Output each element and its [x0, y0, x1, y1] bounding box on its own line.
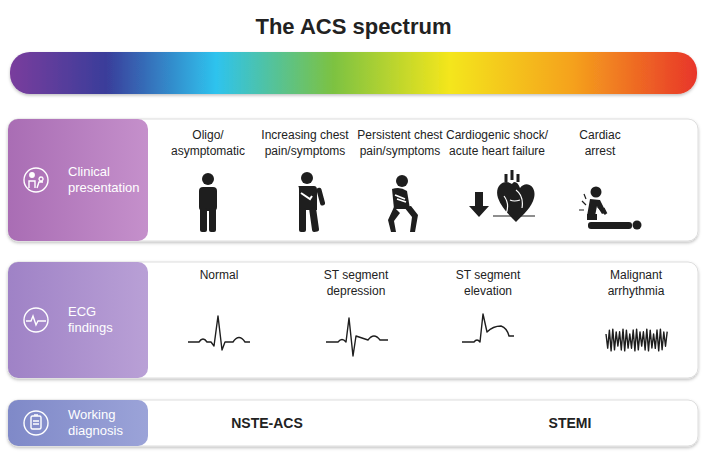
patient-figures [199, 170, 642, 232]
row-header [8, 262, 148, 378]
row-header-box: Clinical presentation [8, 119, 148, 241]
item-label: NSTE-ACS [202, 414, 332, 432]
item-label: Increasing chest pain/symptoms [255, 128, 355, 159]
row-header [8, 119, 148, 241]
item-label: Persistent chest pain/symptoms [350, 128, 450, 159]
row-content-panel: Normal ST segment depression ST segment el… [148, 262, 698, 378]
item-label: ST segment depression [311, 268, 401, 299]
item-label: ST segment elevation [443, 268, 533, 299]
item-label: Oligo/ asymptomatic [158, 128, 258, 159]
row-panel [8, 400, 698, 446]
item-label: Malignant arrhythmia [591, 268, 681, 299]
row-label: Working diagnosis [68, 407, 144, 440]
header-icon [24, 168, 48, 435]
row-header-box: ECG findings [8, 262, 148, 378]
item-label: Cardiogenic shock/ acute heart failure [441, 128, 553, 159]
row-panel [8, 119, 698, 241]
row-header [8, 400, 148, 446]
row-label: ECG findings [68, 304, 144, 337]
row-label: Clinical presentation [68, 164, 144, 197]
diagram-title: The ACS spectrum [0, 14, 707, 40]
item-label: Cardiac arrest [568, 128, 632, 159]
ecg-traces [188, 314, 667, 356]
row-panel [8, 262, 698, 378]
item-label: Normal [174, 268, 264, 284]
item-label: STEMI [505, 414, 635, 432]
row-content-panel: NSTE-ACS STEMI [148, 400, 698, 446]
spectrum-bar [10, 52, 697, 94]
row-content-panel: Oligo/ asymptomaticIncreasing chest pain… [148, 119, 698, 241]
row-header-box: Working diagnosis [8, 400, 148, 446]
